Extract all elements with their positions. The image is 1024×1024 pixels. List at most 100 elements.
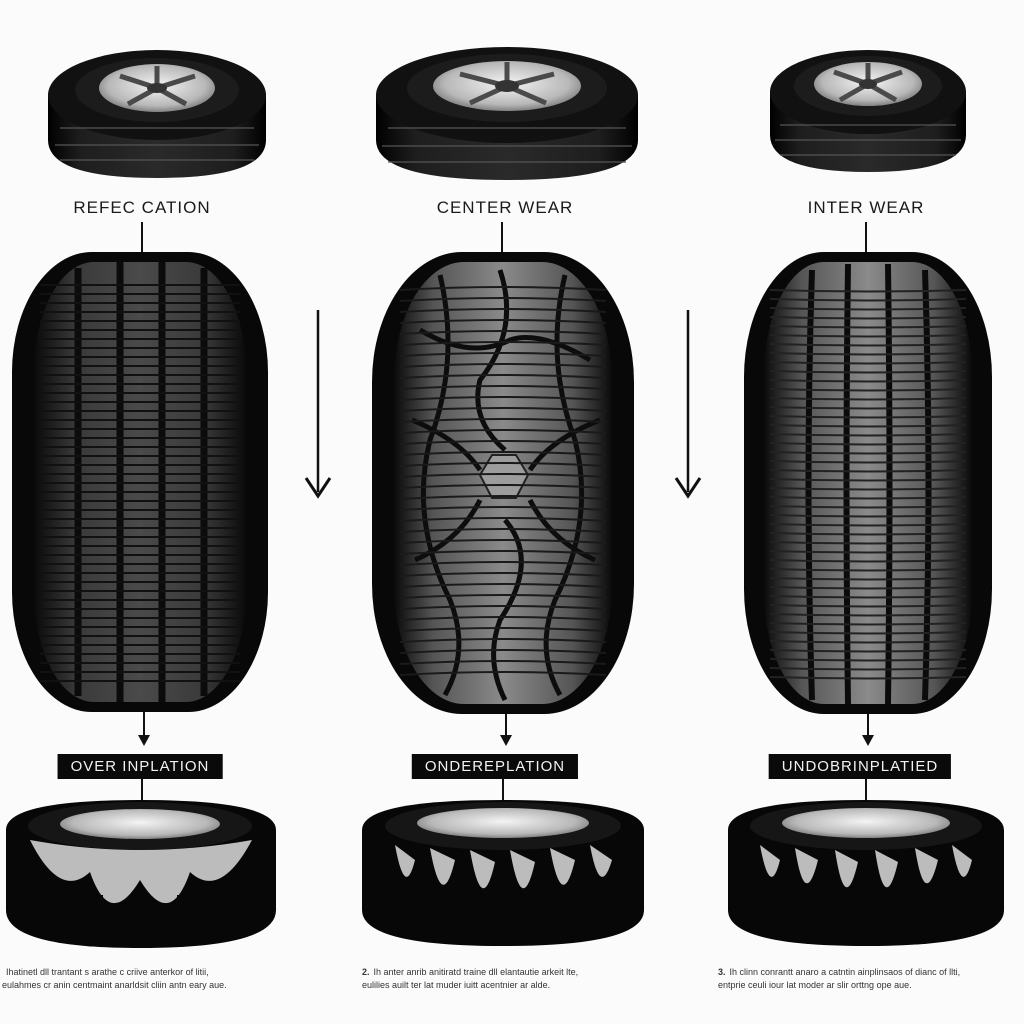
tread-sipe bbox=[769, 631, 967, 635]
tread-sipe bbox=[399, 462, 607, 467]
tread-sipe bbox=[399, 539, 607, 544]
tread-sipe bbox=[399, 583, 607, 588]
tread-sipe bbox=[399, 286, 607, 291]
tread-sipe bbox=[769, 379, 967, 383]
tread-sipe bbox=[399, 671, 607, 676]
tread-sipe bbox=[399, 572, 607, 577]
tread-sipe bbox=[769, 361, 967, 365]
tread-sipe bbox=[769, 370, 967, 374]
caption-3: 3.Ih clinn conrantt anaro a catntin ainp… bbox=[718, 966, 1018, 992]
large-tire-2 bbox=[372, 252, 634, 714]
tread-sipe bbox=[769, 415, 967, 419]
tread-sipe bbox=[769, 469, 967, 473]
caption-line: entprie ceuli iour lat moder ar slir ort… bbox=[718, 980, 912, 990]
down-arrow-icon bbox=[674, 310, 702, 499]
top-tire-3 bbox=[770, 50, 966, 172]
tread-sipe bbox=[769, 568, 967, 572]
tread-sipe bbox=[399, 517, 607, 522]
tread-sipe bbox=[399, 627, 607, 632]
tread-sipe bbox=[399, 451, 607, 456]
tread-sipe bbox=[769, 289, 967, 293]
tread-sipe bbox=[769, 523, 967, 527]
tread-sipe bbox=[769, 298, 967, 302]
tread-sipe bbox=[399, 616, 607, 621]
caption-line: eulahmes cr anin centmaint anarldsit cli… bbox=[2, 980, 227, 990]
tread-sipe bbox=[399, 396, 607, 401]
label-column-1: REFEC CATION bbox=[73, 198, 211, 217]
tread-sipe bbox=[769, 478, 967, 482]
tread-sipe bbox=[769, 577, 967, 581]
tread-sipe bbox=[399, 363, 607, 368]
tread-sipe bbox=[769, 613, 967, 617]
tread-sipe bbox=[769, 586, 967, 590]
large-tire-1 bbox=[12, 252, 268, 712]
tread-sipe bbox=[769, 442, 967, 446]
tread-sipe bbox=[399, 506, 607, 511]
tread-sipe bbox=[769, 514, 967, 518]
caption-number: 3. bbox=[718, 967, 726, 977]
tread-sipe bbox=[769, 532, 967, 536]
tread-sipe bbox=[769, 352, 967, 356]
caption-line: Ihatinetl dll trantant s arathe c criive… bbox=[6, 967, 209, 977]
top-tire-2 bbox=[376, 47, 638, 180]
bottom-tire-3 bbox=[728, 800, 1004, 946]
tread-sipe bbox=[769, 658, 967, 662]
tread-sipe bbox=[769, 622, 967, 626]
tread-sipe bbox=[769, 505, 967, 509]
caption-number: 2. bbox=[362, 967, 370, 977]
caption-1: Ihatinetl dll trantant s arathe c criive… bbox=[2, 966, 302, 992]
tread-sipe bbox=[399, 341, 607, 346]
tread-sipe bbox=[399, 407, 607, 412]
tread-sipe bbox=[399, 385, 607, 390]
tread-sipe bbox=[769, 640, 967, 644]
tread-sipe bbox=[769, 649, 967, 653]
tread-sipe bbox=[399, 495, 607, 500]
tag-under-inflation: ONDEREPLATION bbox=[411, 754, 579, 779]
tread-sipe bbox=[399, 418, 607, 423]
tread-sipe bbox=[769, 604, 967, 608]
tread-sipe bbox=[769, 541, 967, 545]
tread-sipe bbox=[769, 676, 967, 680]
tread-sipe bbox=[769, 559, 967, 563]
tread-sipe bbox=[399, 308, 607, 313]
tread-sipe bbox=[399, 660, 607, 665]
tread-sipe bbox=[769, 334, 967, 338]
tread-sipe bbox=[399, 605, 607, 610]
tread-sipe bbox=[399, 638, 607, 643]
tread-sipe bbox=[769, 487, 967, 491]
tread-sipe bbox=[769, 343, 967, 347]
tag-underinflated: UNDOBRINPLATIED bbox=[768, 754, 952, 779]
caption-line: eulilies auilt ter lat muder iuitt acent… bbox=[362, 980, 551, 990]
tread-sipe bbox=[399, 649, 607, 654]
label-column-3: INTER WEAR bbox=[807, 198, 925, 217]
tread-sipe bbox=[399, 429, 607, 434]
bottom-tire-1 bbox=[6, 800, 276, 948]
tread-sipe bbox=[399, 319, 607, 324]
tread-sipe bbox=[769, 424, 967, 428]
tread-sipe bbox=[399, 330, 607, 335]
tread-sipe bbox=[769, 325, 967, 329]
tread-sipe bbox=[769, 433, 967, 437]
tread-sipe bbox=[769, 496, 967, 500]
large-tire-3 bbox=[744, 252, 992, 714]
tread-sipe bbox=[769, 667, 967, 671]
tread-sipe bbox=[769, 595, 967, 599]
tread-sipe bbox=[399, 440, 607, 445]
tread-sipe bbox=[769, 451, 967, 455]
caption-2: 2.Ih anter anrib anitiratd traine dll el… bbox=[362, 966, 662, 992]
tread-sipe bbox=[769, 460, 967, 464]
tread-sipe bbox=[769, 307, 967, 311]
tread-sipe bbox=[399, 352, 607, 357]
bottom-tire-2 bbox=[362, 800, 644, 946]
tread-sipe bbox=[399, 594, 607, 599]
top-tire-1 bbox=[48, 50, 266, 178]
tread-sipe bbox=[769, 316, 967, 320]
caption-line: Ih anter anrib anitiratd traine dll elan… bbox=[373, 967, 579, 977]
tread-sipe bbox=[769, 397, 967, 401]
tread-sipe bbox=[769, 388, 967, 392]
tread-sipe bbox=[769, 550, 967, 554]
tread-sipe bbox=[399, 550, 607, 555]
tread-sipe bbox=[399, 561, 607, 566]
